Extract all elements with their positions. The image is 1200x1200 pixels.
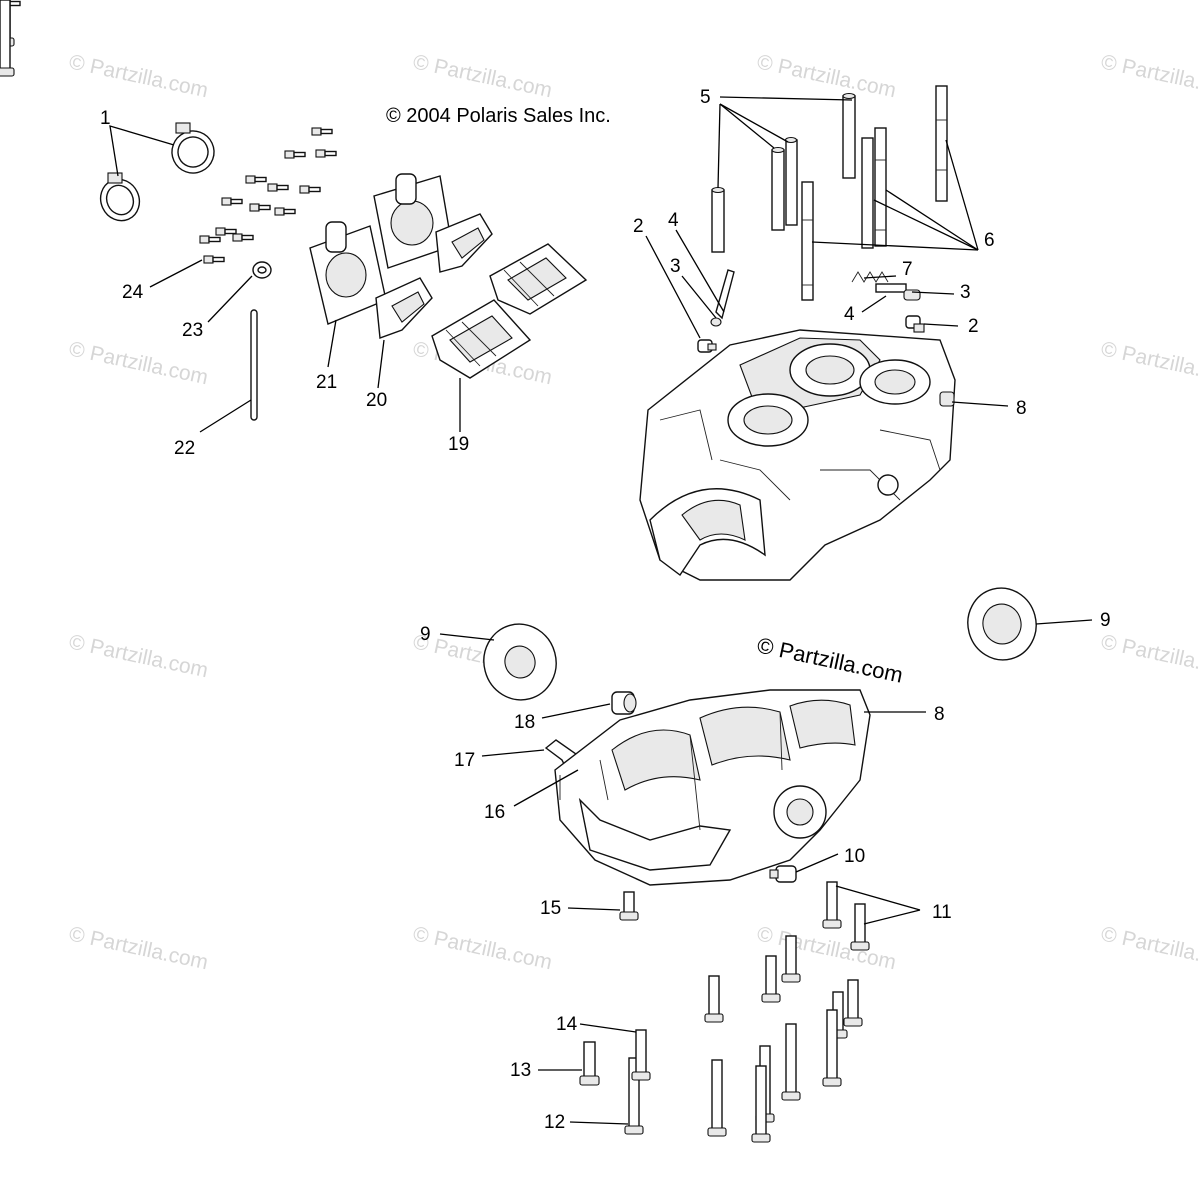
callout-12: 12 [544, 1112, 565, 1133]
callout-15: 15 [540, 898, 561, 919]
watermark: © Partzilla.com [67, 922, 210, 974]
callout-2-right: 2 [968, 316, 979, 337]
callout-4-left: 4 [668, 210, 679, 231]
part-12-bolts [0, 0, 842, 1143]
watermark: © Partzilla.com [1099, 922, 1200, 974]
watermark: © Partzilla.com [67, 630, 210, 682]
watermark: © Partzilla.com [67, 50, 210, 102]
callout-17: 17 [454, 750, 475, 771]
watermark: © Partzilla.com [1099, 630, 1200, 682]
part-21-reed-adapter [309, 173, 453, 325]
watermark: © Partzilla.com [67, 337, 210, 389]
part-1-hose-clamps [99, 122, 215, 222]
callout-24: 24 [122, 282, 144, 303]
callout-11: 11 [932, 902, 952, 923]
callout-1: 1 [100, 108, 111, 129]
callout-6: 6 [984, 230, 995, 251]
callout-labels: 1 2 2 3 3 4 4 5 6 7 8 8 9 9 10 11 12 13 … [100, 87, 1111, 1133]
callout-21: 21 [316, 372, 337, 393]
callout-2-left: 2 [633, 216, 644, 237]
part-24-bolts [0, 0, 337, 264]
copyright-notice: © 2004 Polaris Sales Inc. [386, 105, 611, 127]
callout-23: 23 [182, 320, 203, 341]
watermark: © Partzilla.com [411, 50, 554, 102]
watermark: © Partzilla.com [1099, 337, 1200, 389]
callout-22: 22 [174, 438, 195, 459]
callout-3-left: 3 [670, 256, 681, 277]
callout-13: 13 [510, 1060, 531, 1081]
watermark: © Partzilla.com [1099, 50, 1200, 102]
part-9-seal-left [483, 623, 557, 701]
callout-10: 10 [844, 846, 865, 867]
watermark: © Partzilla.com [411, 922, 554, 974]
leader-lines [109, 96, 1093, 1125]
callout-9-left: 9 [420, 624, 431, 645]
callout-16: 16 [484, 802, 505, 823]
part-8-upper-crankcase [639, 329, 956, 581]
part-5-dowel-pins [711, 92, 856, 253]
callout-3-right: 3 [960, 282, 971, 303]
part-19-reed-valve [431, 243, 588, 379]
part-20-reed-stuffer [375, 213, 493, 339]
part-4-tube-left [710, 269, 735, 327]
callout-9-right: 9 [1100, 610, 1111, 631]
part-15-bolt [619, 891, 639, 921]
part-14-bolt [631, 1029, 651, 1081]
callout-8-lower: 8 [934, 704, 945, 725]
part-10-plug [769, 865, 797, 883]
partzilla-stamp: © Partzilla.com [755, 632, 905, 687]
callout-5: 5 [700, 87, 711, 108]
watermark: © Partzilla.com [755, 50, 898, 102]
part-22-gasket [250, 309, 258, 421]
callout-7: 7 [902, 259, 913, 280]
callout-14: 14 [556, 1014, 578, 1035]
part-9-seal-right [967, 587, 1037, 661]
part-2-fitting-right [905, 315, 925, 333]
callout-18: 18 [514, 712, 535, 733]
part-2-fitting-left [697, 339, 717, 353]
callout-19: 19 [448, 434, 469, 455]
callout-8-upper: 8 [1016, 398, 1027, 419]
part-8-lower-crankcase [554, 689, 871, 886]
part-18-bushing [611, 691, 637, 715]
callout-4-right: 4 [844, 304, 855, 325]
callout-20: 20 [366, 390, 387, 411]
part-6-studs [801, 85, 948, 301]
part-23-washer [252, 261, 272, 279]
part-13-bolt [579, 1041, 600, 1086]
